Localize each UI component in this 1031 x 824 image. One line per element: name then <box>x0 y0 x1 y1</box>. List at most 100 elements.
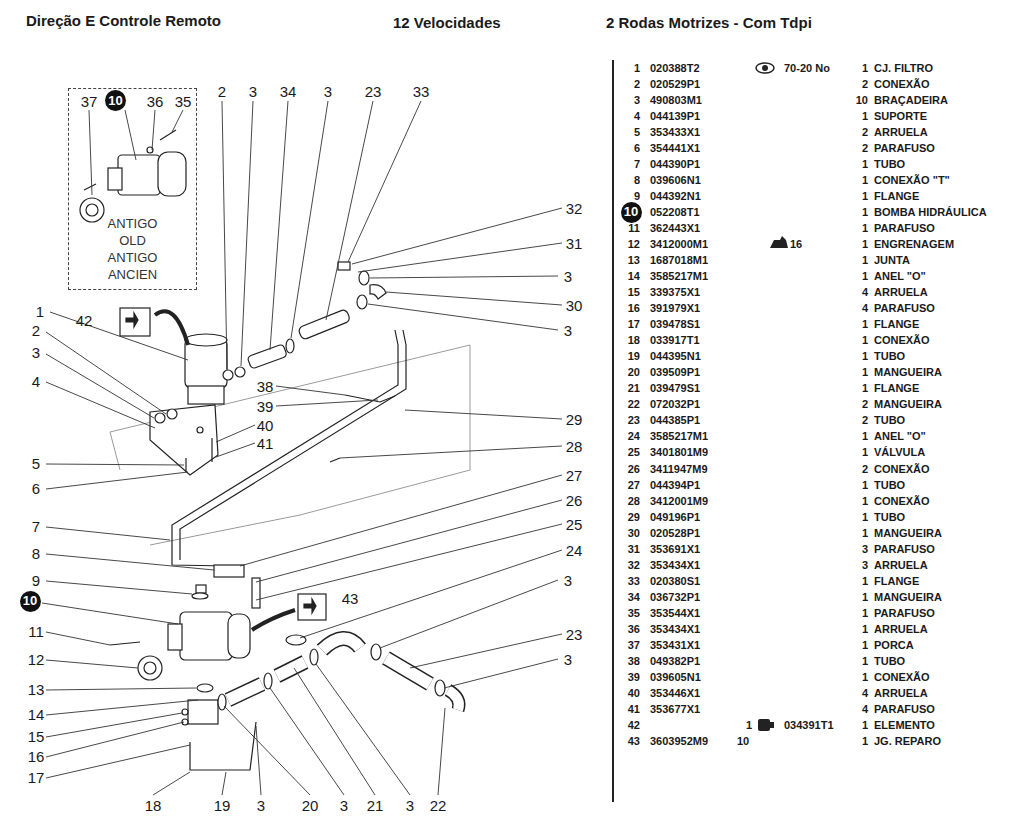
part-number: 044385P1 <box>650 413 700 427</box>
quantity: 1 <box>862 381 868 395</box>
callout-number: 14 <box>28 706 45 723</box>
item-number: 40 <box>628 686 640 700</box>
quantity: 1 <box>862 654 868 668</box>
part-number: 3411947M9 <box>650 462 708 476</box>
item-number: 17 <box>628 317 640 331</box>
part-number: 353431X1 <box>650 638 700 652</box>
page-title: Direção E Controle Remoto <box>26 12 221 30</box>
note: 16 <box>790 237 802 251</box>
item-number: 12 <box>628 237 640 251</box>
quantity: 1 <box>862 622 868 636</box>
filter-assembly <box>150 334 245 475</box>
quantity: 1 <box>862 574 868 588</box>
note: 70-20 No <box>784 61 830 75</box>
quantity: 2 <box>862 125 868 139</box>
hoses-bottom <box>228 638 459 710</box>
description: ARRUELA <box>874 125 928 139</box>
item-number: 23 <box>628 413 640 427</box>
description: TUBO <box>874 157 905 171</box>
quantity: 1 <box>862 429 868 443</box>
quantity: 2 <box>862 413 868 427</box>
item-number: 21 <box>628 381 640 395</box>
description: FLANGE <box>874 317 919 331</box>
description: CONEXÃO <box>874 77 930 91</box>
part-number: 353434X1 <box>650 558 700 572</box>
callout-number: 42 <box>76 312 93 329</box>
description: PARAFUSO <box>874 221 935 235</box>
description: JUNTA <box>874 253 910 267</box>
part-number: 072032P1 <box>650 397 700 411</box>
quantity: 4 <box>862 702 868 716</box>
item-number: 3 <box>634 93 640 107</box>
description: ARRUELA <box>874 285 928 299</box>
description: CONEXÃO "T" <box>874 173 950 187</box>
quantity: 10 <box>856 93 868 107</box>
part-number: 039479S1 <box>650 381 700 395</box>
note: 034391T1 <box>784 718 834 732</box>
description: CONEXÃO <box>874 494 930 508</box>
quantity: 4 <box>862 285 868 299</box>
quantity: 1 <box>862 205 868 219</box>
quantity: 1 <box>862 333 868 347</box>
quantity: 2 <box>862 462 868 476</box>
quantity: 4 <box>862 301 868 315</box>
quantity: 3 <box>862 558 868 572</box>
callout-number: 41 <box>257 435 274 452</box>
quantity: 1 <box>862 189 868 203</box>
quantity: 1 <box>862 734 868 748</box>
callout-number: 3 <box>564 651 572 668</box>
callout-number: 8 <box>32 545 40 562</box>
description: PARAFUSO <box>874 702 935 716</box>
part-number: 044392N1 <box>650 189 701 203</box>
callout-number: 40 <box>257 417 274 434</box>
callout-number: 21 <box>367 797 384 814</box>
callout-number: 27 <box>566 467 583 484</box>
item-number: 4 <box>634 109 640 123</box>
item-number: 8 <box>634 173 640 187</box>
callout-number: 43 <box>342 590 359 607</box>
part-number: 353677X1 <box>650 702 700 716</box>
description: PARAFUSO <box>874 141 935 155</box>
item-number: 18 <box>628 333 640 347</box>
item-number: 24 <box>628 429 640 443</box>
item-number: 1 <box>634 61 640 75</box>
callout-number: 3 <box>564 572 572 589</box>
description: BOMBA HIDRÁULICA <box>874 205 987 219</box>
callout-number: 33 <box>413 83 430 100</box>
description: JG. REPARO <box>874 734 941 748</box>
part-number: 020388T2 <box>650 61 700 75</box>
leader-lines <box>42 101 562 795</box>
part-number: 3585217M1 <box>650 269 708 283</box>
quantity: 2 <box>862 397 868 411</box>
item-number: 36 <box>628 622 640 636</box>
part-number: 039605N1 <box>650 670 701 684</box>
callout-number: 22 <box>430 797 447 814</box>
item-number: 26 <box>628 462 640 476</box>
quantity: 1 <box>862 365 868 379</box>
quantity: 1 <box>862 670 868 684</box>
item-number: 34 <box>628 590 640 604</box>
callout-number: 1 <box>36 303 44 320</box>
description: TUBO <box>874 510 905 524</box>
part-number: 044394P1 <box>650 478 700 492</box>
item-number: 41 <box>628 702 640 716</box>
callout-number: 17 <box>28 769 45 786</box>
description: TUBO <box>874 478 905 492</box>
description: ANEL "O" <box>874 269 926 283</box>
description: CONEXÃO <box>874 670 930 684</box>
part-number: 339375X1 <box>650 285 700 299</box>
description: MANGUEIRA <box>874 365 942 379</box>
quantity: 1 <box>862 349 868 363</box>
callout-number: 11 <box>28 623 44 640</box>
callout-number: 2 <box>32 322 40 339</box>
quantity: 2 <box>862 77 868 91</box>
page-heading: 2 Rodas Motrizes - Com Tdpi <box>606 14 812 32</box>
description: PARAFUSO <box>874 301 935 315</box>
item-number: 5 <box>634 125 640 139</box>
part-number: 362443X1 <box>650 221 700 235</box>
callout-number: 3 <box>324 83 332 100</box>
description: TUBO <box>874 349 905 363</box>
callout-number: 37 <box>81 93 98 110</box>
